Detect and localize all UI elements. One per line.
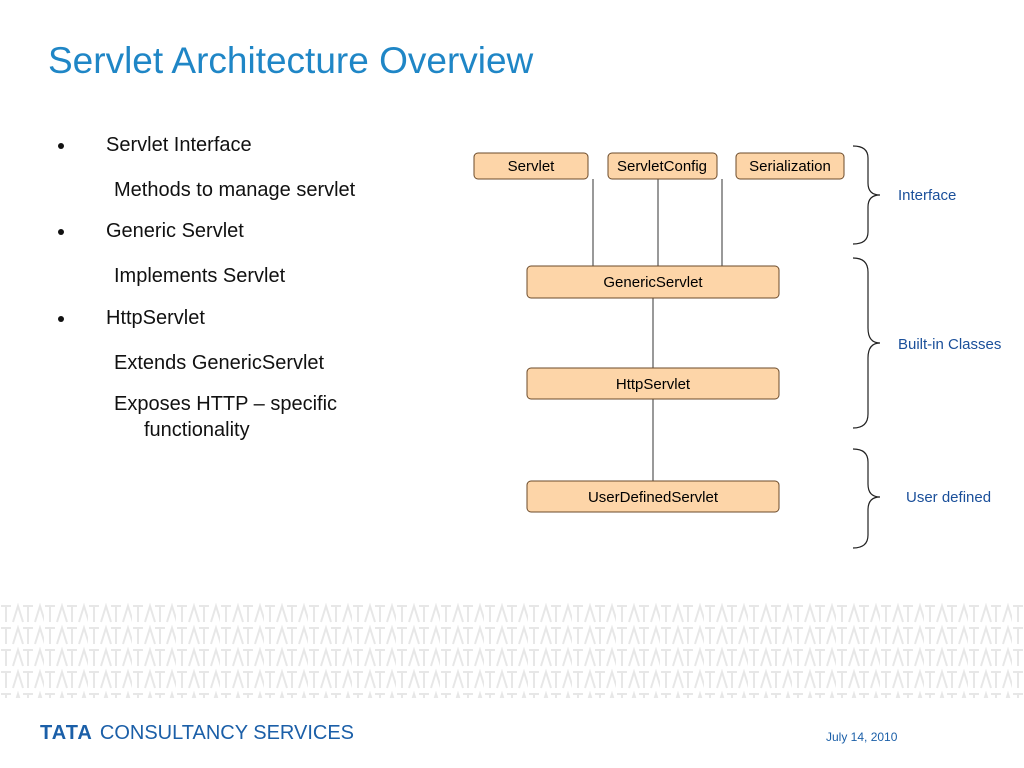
company-logo: TATA CONSULTANCY SERVICES: [40, 722, 354, 745]
generic-servlet-label: GenericServlet: [603, 274, 703, 291]
generic-servlet-box: GenericServlet: [526, 265, 780, 299]
decorative-pattern-band: [0, 603, 1024, 698]
builtin-brace-label: Built-in Classes: [898, 336, 1001, 353]
bullet-sub-item: Extends GenericServlet: [114, 352, 325, 374]
bullet-sub-item: Methods to manage servlet: [114, 179, 356, 201]
class-hierarchy-diagram: Servlet ServletConfig Serialization Gene…: [473, 145, 1001, 549]
interface-brace-icon: [852, 145, 881, 245]
bullet-sub-item-continuation: functionality: [144, 419, 250, 441]
bullet-text: Servlet Interface: [106, 134, 252, 156]
user-defined-servlet-box: UserDefinedServlet: [526, 480, 780, 513]
braces: [852, 145, 881, 549]
interface-servletconfig-label: ServletConfig: [617, 158, 707, 175]
bullet-sub-item: Exposes HTTP – specific: [114, 393, 338, 415]
interface-serialization-label: Serialization: [749, 158, 831, 175]
bullet-sub-item: Implements Servlet: [114, 265, 286, 287]
footer-date: July 14, 2010: [826, 730, 898, 744]
bullet-dot-icon: [58, 143, 64, 149]
user-brace-icon: [852, 448, 881, 549]
logo-company-name: CONSULTANCY SERVICES: [99, 722, 355, 744]
interface-serialization-box: Serialization: [735, 152, 845, 180]
bullet-text: HttpServlet: [106, 307, 205, 329]
logo-brand: TATA: [40, 722, 93, 744]
interface-brace-label: Interface: [898, 187, 956, 204]
tata-pattern-watermark: [0, 603, 1024, 698]
slide-title: Servlet Architecture Overview: [48, 40, 534, 81]
user-brace-label: User defined: [906, 489, 991, 506]
bullet-text: Generic Servlet: [106, 220, 244, 242]
http-servlet-box: HttpServlet: [526, 367, 780, 400]
bullet-dot-icon: [58, 229, 64, 235]
bullet-dot-icon: [58, 316, 64, 322]
http-servlet-label: HttpServlet: [616, 376, 691, 393]
connector-lines: [592, 179, 723, 481]
interface-servlet-box: Servlet: [473, 152, 589, 180]
interface-servletconfig-box: ServletConfig: [607, 152, 718, 180]
user-defined-servlet-label: UserDefinedServlet: [588, 489, 719, 506]
interface-servlet-label: Servlet: [508, 158, 556, 175]
builtin-brace-icon: [852, 257, 881, 429]
